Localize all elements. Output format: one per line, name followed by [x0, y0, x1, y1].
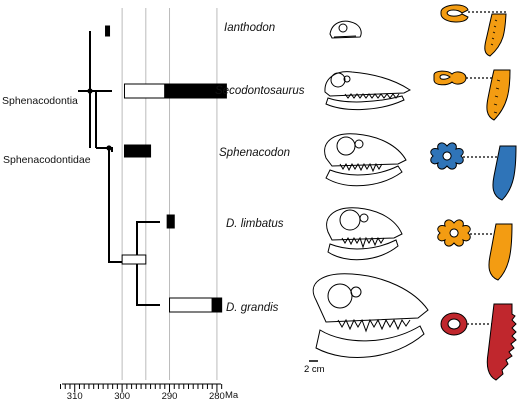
- branch-ianthodon: [78, 31, 91, 92]
- tooth-crown-ianthodon-serrations: [490, 19, 498, 46]
- clade-label-sphenacodontia: Sphenacodontia: [2, 95, 78, 107]
- phylogenetic-tree: [78, 31, 160, 306]
- tooth-crown-secodontosaurus: [486, 69, 511, 121]
- clade-label-sphenacodontidae: Sphenacodontidae: [3, 154, 91, 166]
- axis-unit-label: Ma: [225, 390, 239, 401]
- range-confirmed-d_grandis: [211, 297, 223, 313]
- tick-label-290: 290: [162, 391, 178, 401]
- taxon-label-d-grandis: D. grandis: [226, 302, 279, 314]
- taxon-label-d-limbatus: D. limbatus: [226, 218, 284, 230]
- skull-d-limbatus: [326, 207, 403, 261]
- skull-sphenacodon: [324, 133, 407, 187]
- tooth-crown-secodontosaurus-serrations: [493, 79, 501, 114]
- cross-section-d-grandis: [440, 312, 468, 336]
- cross-section-sphenacodon: [430, 142, 464, 170]
- skull-ianthodon: [329, 20, 362, 39]
- tooth-crown-sphenacodon: [492, 145, 517, 201]
- taxon-label-sphenacodon: Sphenacodon: [219, 147, 290, 159]
- branch-sphenacodontidae: [96, 147, 110, 208]
- branch-d-grandis: [136, 262, 160, 306]
- node-sphenacodontia: [87, 88, 93, 94]
- skull-d-grandis: [312, 273, 429, 358]
- branch-dimetrodon-node: [108, 208, 160, 263]
- tooth-illustrations: [430, 4, 517, 381]
- scale-bar-label: 2 cm: [304, 364, 325, 375]
- cross-section-secodontosaurus: [433, 70, 467, 86]
- time-gridlines: [121, 8, 218, 380]
- range-confirmed-secodontosaurus: [164, 83, 227, 99]
- taxon-label-ianthodon: Ianthodon: [224, 22, 275, 34]
- cross-section-ianthodon: [440, 4, 469, 23]
- time-axis: 310 300 290 280 Ma: [60, 383, 239, 401]
- tick-label-310: 310: [67, 391, 83, 401]
- tooth-crown-ianthodon: [484, 13, 507, 57]
- tooth-crown-d-grandis: [486, 303, 517, 381]
- range-confirmed-ianthodon: [105, 25, 111, 37]
- range-uncertain-secodontosaurus: [123, 83, 166, 99]
- node-sphenacodontidae: [106, 145, 112, 151]
- stratigraphic-ranges: [105, 25, 227, 313]
- tooth-crown-d-limbatus: [488, 223, 513, 281]
- cross-section-d-limbatus: [437, 219, 471, 247]
- tick-label-280: 280: [209, 391, 225, 401]
- range-uncertain-d_grandis: [169, 297, 213, 313]
- tick-label-300: 300: [114, 391, 130, 401]
- range-uncertain-dimetrodon-node: [121, 254, 147, 265]
- taxon-label-secodontosaurus: Secodontosaurus: [215, 85, 305, 97]
- range-confirmed-d_limbatus: [166, 214, 175, 229]
- axis-ticks: 310 300 290 280: [60, 384, 225, 401]
- skull-secodontosaurus: [324, 71, 411, 111]
- range-confirmed-sphenacodon: [123, 144, 152, 158]
